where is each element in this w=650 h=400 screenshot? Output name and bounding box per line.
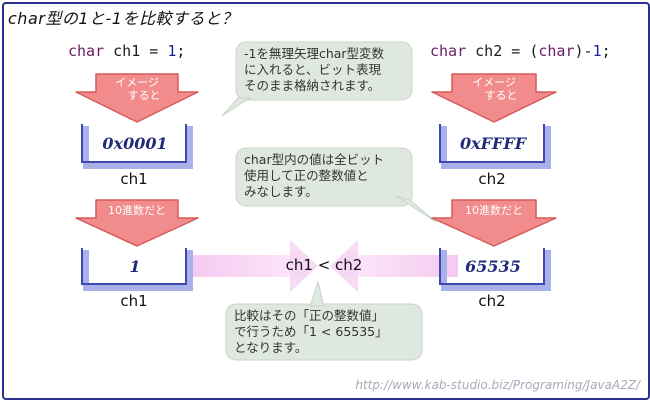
left-arrow-image	[75, 73, 199, 123]
left-code-number: 1	[167, 42, 177, 60]
right-hex-box	[439, 124, 551, 169]
right-arrow-image-label: イメージ すると	[439, 76, 549, 102]
right-arrow-image	[431, 73, 557, 123]
note-bubble-1	[221, 41, 413, 117]
left-arrow-image-line1: イメージ	[115, 76, 159, 89]
left-arrow-decimal-label: 10進数だと	[108, 204, 166, 217]
left-hex-value: 0x0001	[102, 134, 168, 153]
right-dec-value: 65535	[465, 257, 521, 276]
left-code-line: char ch1 = 1;	[68, 42, 185, 60]
right-code-end: ;	[601, 42, 611, 60]
left-arrow-image-label: イメージ すると	[82, 76, 192, 102]
left-arrow-image-line2: すると	[127, 89, 161, 102]
note-text-2: char型内の値は全ビット 使用して正の整数値と みなします。	[244, 152, 385, 199]
site-url: http://www.kab-studio.biz/Programing/Jav…	[355, 378, 640, 392]
comparison-label: ch1 < ch2	[285, 256, 363, 274]
right-arrow-image-line2: すると	[484, 89, 518, 102]
right-code-keyword: char	[430, 42, 467, 60]
right-dec-var-label: ch2	[478, 292, 506, 310]
comparison-beam	[190, 240, 458, 292]
right-code-number: 1	[592, 42, 602, 60]
right-code-line: char ch2 = (char)-1;	[430, 42, 611, 60]
left-dec-box	[81, 248, 193, 291]
note-text-1: -1を無理矢理char型変数 に入れると、ビット表現 そのまま格納されます。	[244, 46, 385, 93]
left-hex-box	[81, 124, 193, 169]
left-code-variable: ch1 =	[104, 42, 168, 60]
right-code-variable: ch2 = (	[466, 42, 539, 60]
diagram-title: char型の1と-1を比較すると？	[8, 9, 238, 28]
right-code-cast-keyword: char	[538, 42, 575, 60]
note-bubble-2	[235, 147, 437, 223]
left-code-keyword: char	[68, 42, 105, 60]
left-code-end: ;	[176, 42, 186, 60]
note-bubble-3	[225, 281, 423, 361]
left-hex-var-label: ch1	[120, 170, 148, 188]
right-hex-var-label: ch2	[478, 170, 506, 188]
right-hex-value: 0xFFFF	[459, 134, 527, 153]
right-arrow-image-line1: イメージ	[472, 76, 516, 89]
left-arrow-decimal	[75, 199, 199, 247]
note-text-3: 比較はその「正の整数値」 で行うため「1 < 65535」 となります。	[234, 308, 388, 355]
left-dec-var-label: ch1	[120, 292, 148, 310]
left-dec-value: 1	[129, 257, 141, 276]
right-dec-box	[439, 248, 551, 291]
right-arrow-decimal	[431, 199, 557, 247]
right-code-cast-end: )-	[574, 42, 593, 60]
right-arrow-decimal-label: 10進数だと	[465, 204, 523, 217]
